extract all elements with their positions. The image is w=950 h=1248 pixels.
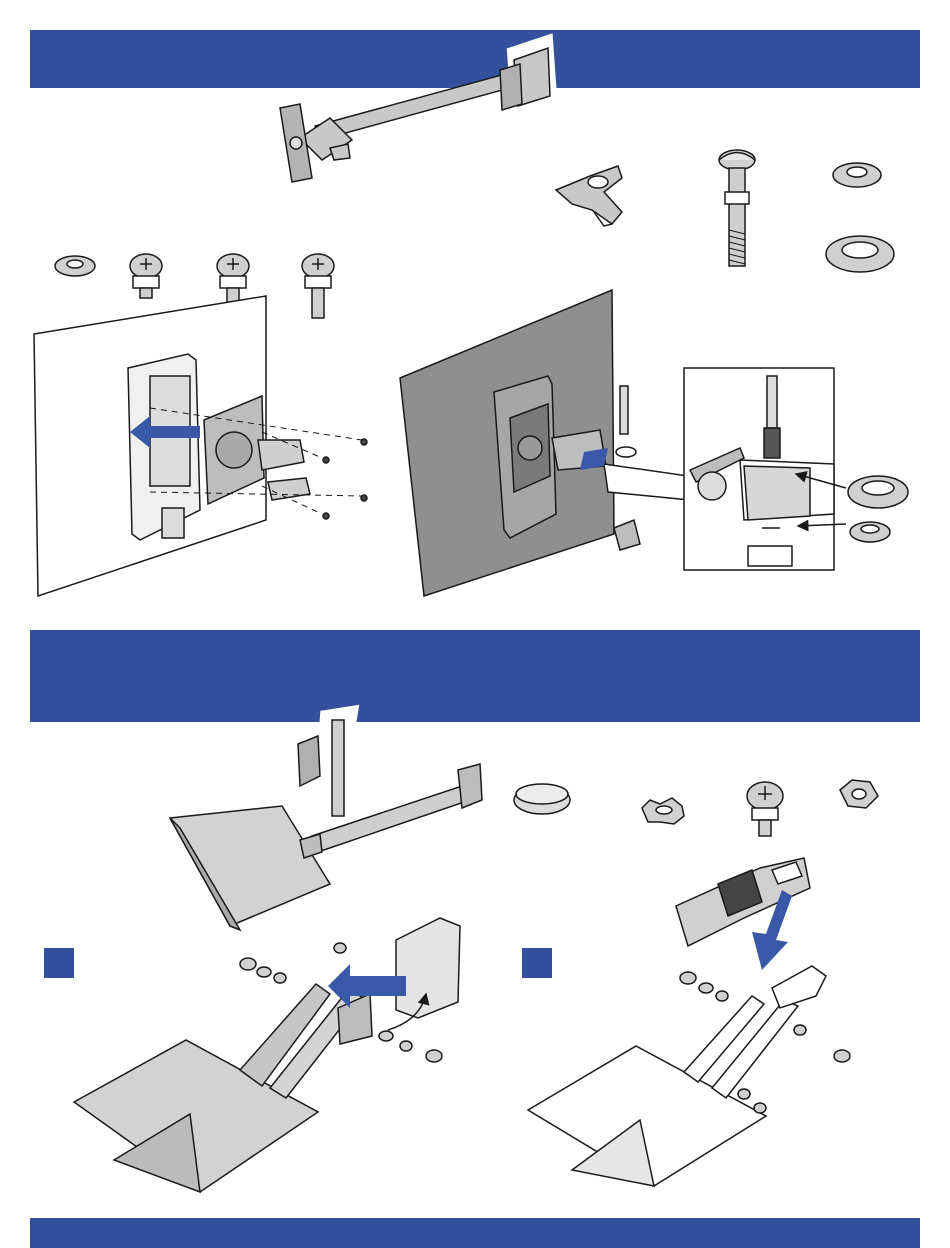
- tray-bracket-step-a: [74, 918, 460, 1192]
- flat-washer-icon: [55, 256, 95, 276]
- large-washer-icon: [826, 236, 894, 272]
- star-washer-icon: [642, 798, 684, 824]
- tray-bracket-step-b: [528, 858, 850, 1186]
- monitor-arm-illustration: [280, 40, 552, 182]
- pan-screw-icon: [747, 782, 783, 836]
- carriage-bolt-icon: [719, 150, 755, 266]
- rubber-cap-icon: [514, 784, 570, 814]
- monitor-back-illustration: [34, 296, 367, 596]
- small-washer-icon: [833, 163, 881, 187]
- keyboard-arm-illustration: [170, 712, 482, 930]
- wing-knob-icon: [556, 166, 622, 226]
- hex-nut-icon: [840, 780, 878, 808]
- bolt-detail-inset: [684, 368, 908, 570]
- monitor-arm-attach-illustration: [400, 290, 690, 596]
